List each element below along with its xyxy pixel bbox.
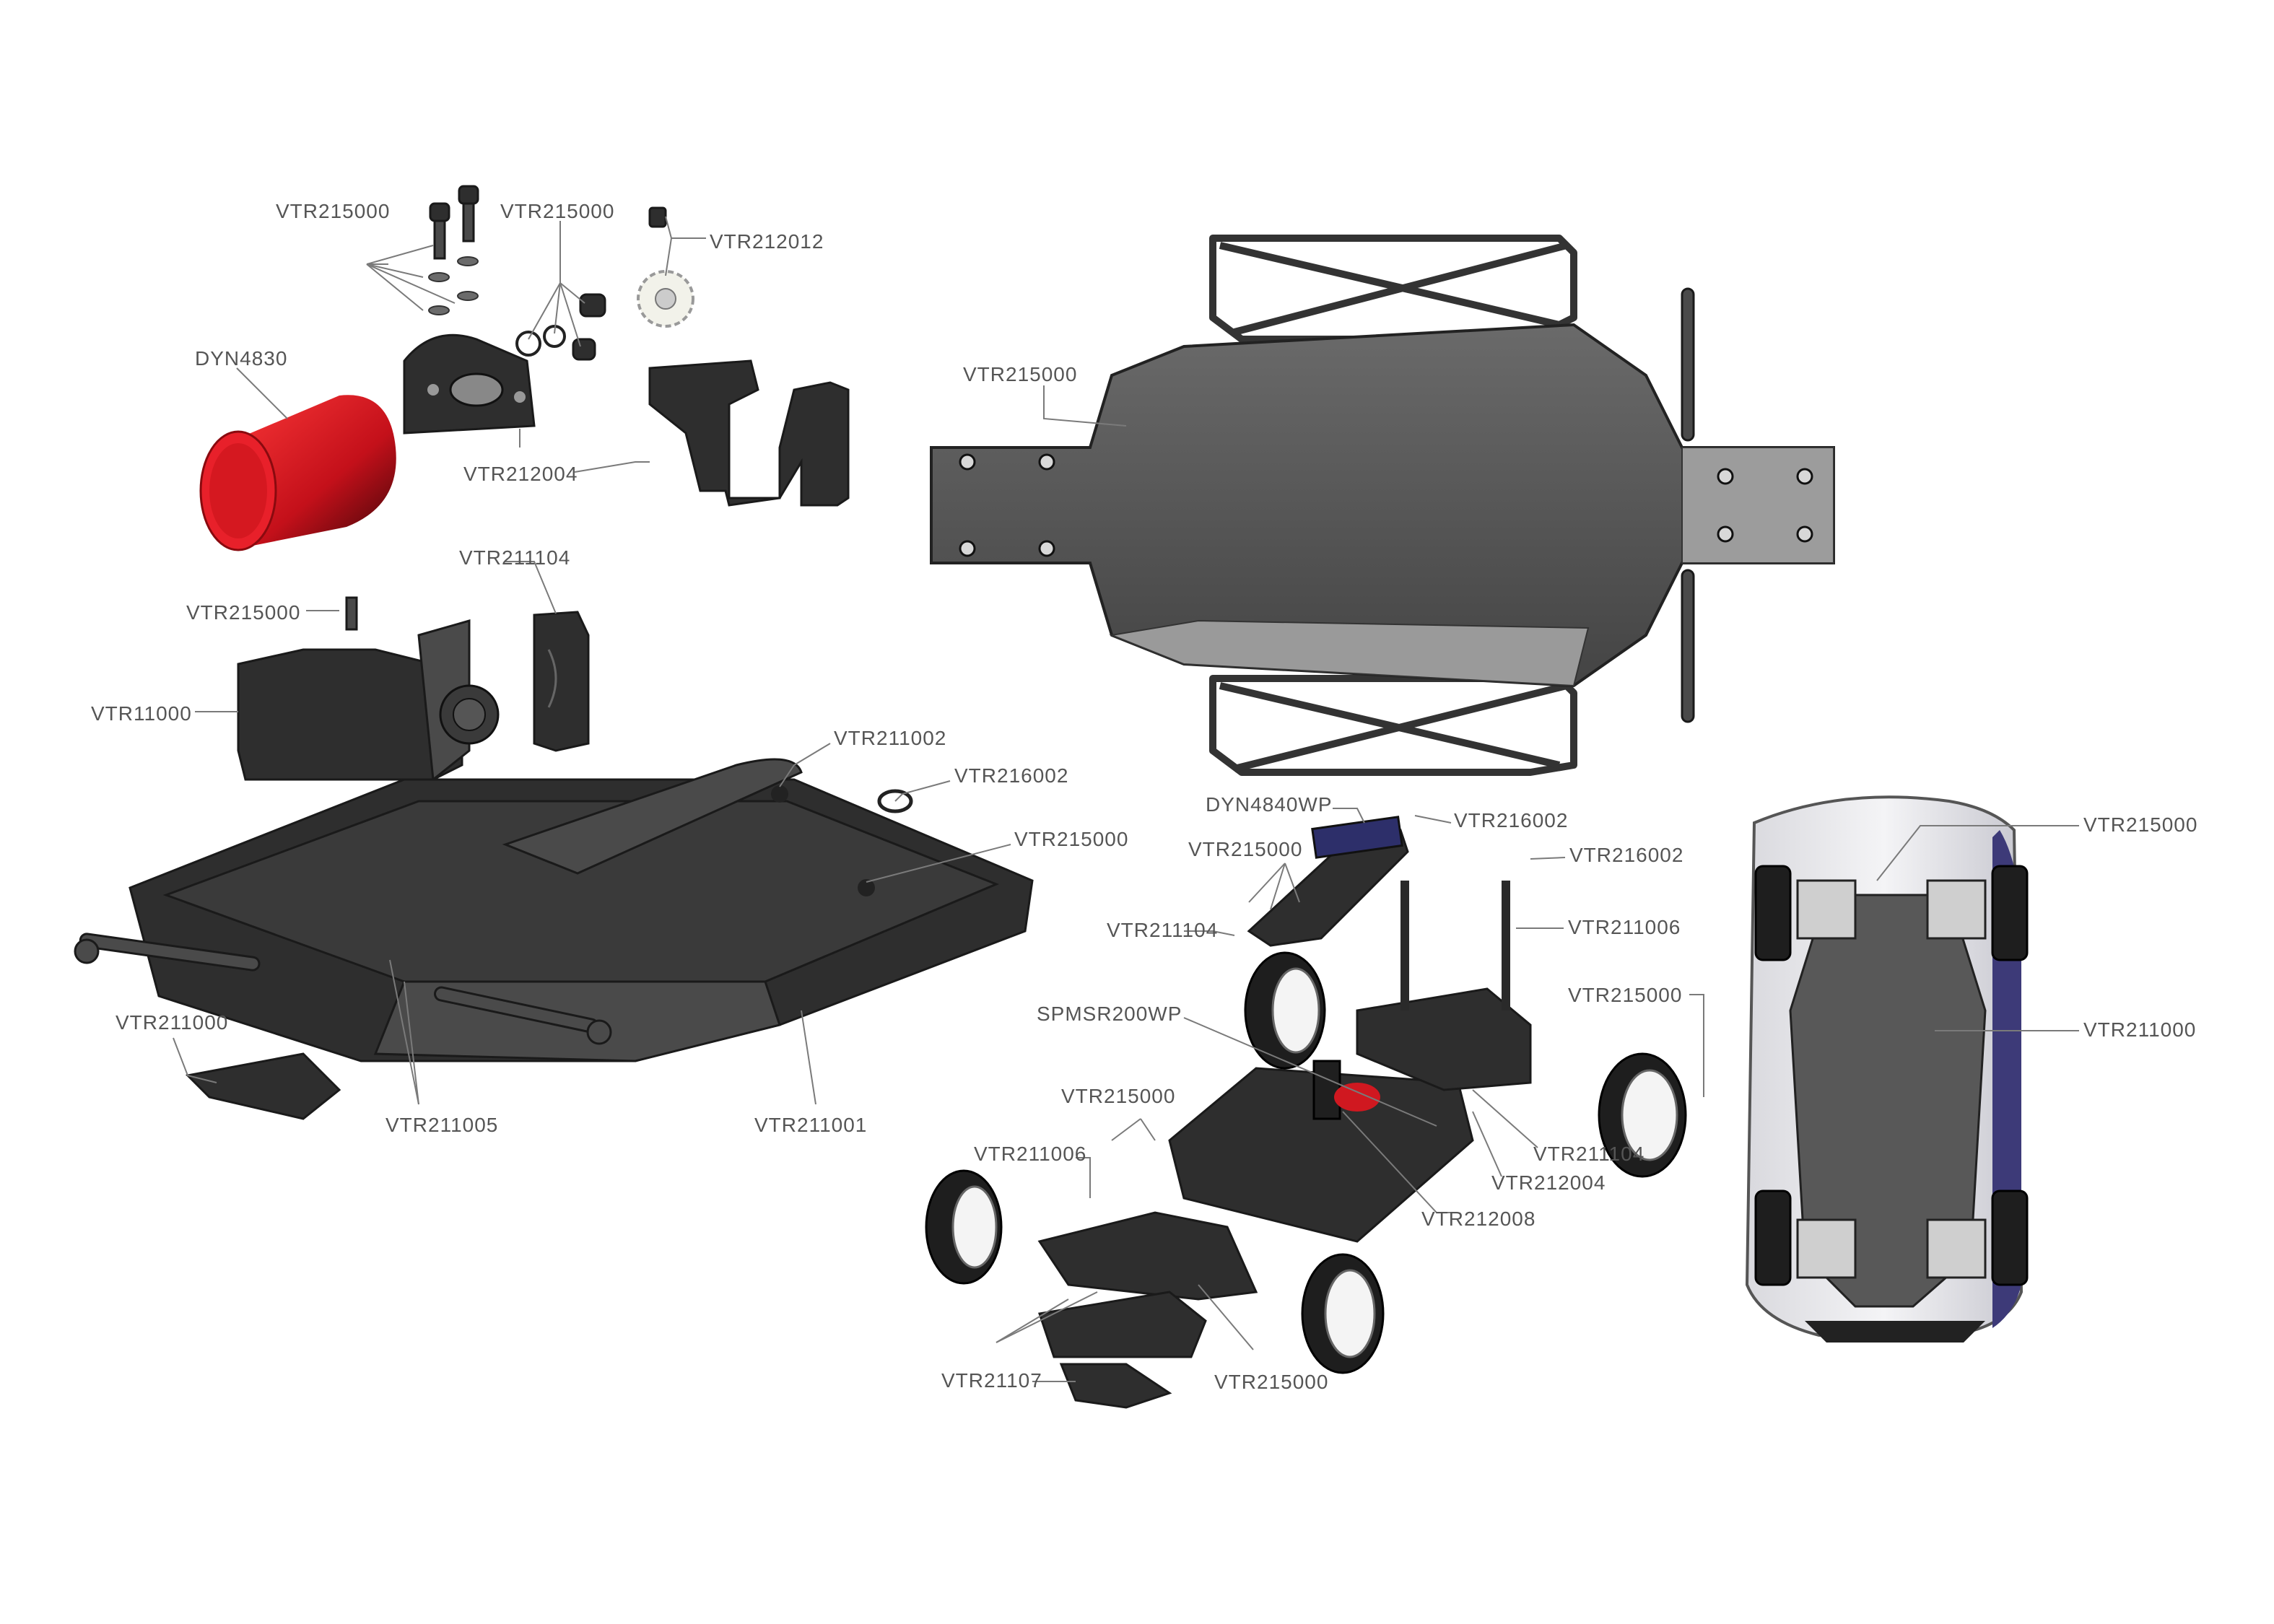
wheel-rear-right-icon [1598,1052,1687,1178]
part-label: VTR11000 [91,702,192,725]
part-label: VTR215000 [1188,838,1302,860]
motor-assembly [199,185,850,551]
part-label: VTR215000 [1014,828,1128,850]
wheel-front-right-icon [1301,1253,1385,1374]
part-label: VTR215000 [276,200,390,222]
wheel-front-left-icon [925,1169,1003,1285]
part-label: VTR211104 [459,546,570,569]
part-label: VTR215000 [186,601,300,624]
part-labels: VTR215000 VTR215000 VTR212012 DYN4830 VT… [91,200,2197,1393]
mount-hardware-icon [515,293,606,361]
part-label: VTR211001 [754,1114,867,1136]
part-label: VTR211000 [116,1011,228,1034]
motor-bracket-icon [648,359,850,507]
part-label: VTR215000 [963,363,1077,385]
part-label: VTR211006 [974,1143,1086,1165]
part-label: VTR211000 [2083,1018,2196,1041]
part-label: VTR215000 [1568,984,1682,1006]
car-top-view [1745,795,2029,1343]
part-label: VTR211006 [1568,916,1681,938]
assembled-chassis [925,816,1687,1409]
leader-lines [173,216,2079,1382]
motor-mount-plate-icon [403,333,536,435]
part-label: VTR212004 [1491,1171,1606,1194]
part-label: SPMSR200WP [1037,1003,1182,1025]
part-label: VTR211104 [1533,1143,1644,1165]
part-label: VTR216002 [954,764,1068,787]
part-label: VTR216002 [1569,844,1683,866]
part-label: DYN4840WP [1206,793,1333,816]
part-label: VTR215000 [500,200,614,222]
servo-icon [237,596,500,782]
part-label: VTR216002 [1454,809,1568,831]
part-label: VTR215000 [1061,1085,1175,1107]
part-label: VTR211104 [1107,919,1218,941]
part-label: VTR211005 [385,1114,498,1136]
pinion-gear-icon [637,206,694,328]
part-label: VTR212012 [710,230,824,253]
part-label: VTR21107 [941,1369,1042,1392]
servo-spacer-icon [533,611,590,752]
motor-can-icon [199,395,396,551]
part-label: VTR215000 [2083,813,2197,836]
part-label: VTR212008 [1421,1208,1535,1230]
chassis-assembly [74,596,1034,1120]
part-label: VTR215000 [1214,1371,1328,1393]
part-label: VTR211002 [834,727,946,749]
tub-chassis-icon [74,758,1034,1120]
part-label: DYN4830 [195,347,287,370]
part-label: VTR212004 [463,463,578,485]
chassis-plate-assembly [930,235,1835,776]
wheel-rear-left-icon [1244,951,1326,1070]
motor-screws-icon [428,185,479,315]
